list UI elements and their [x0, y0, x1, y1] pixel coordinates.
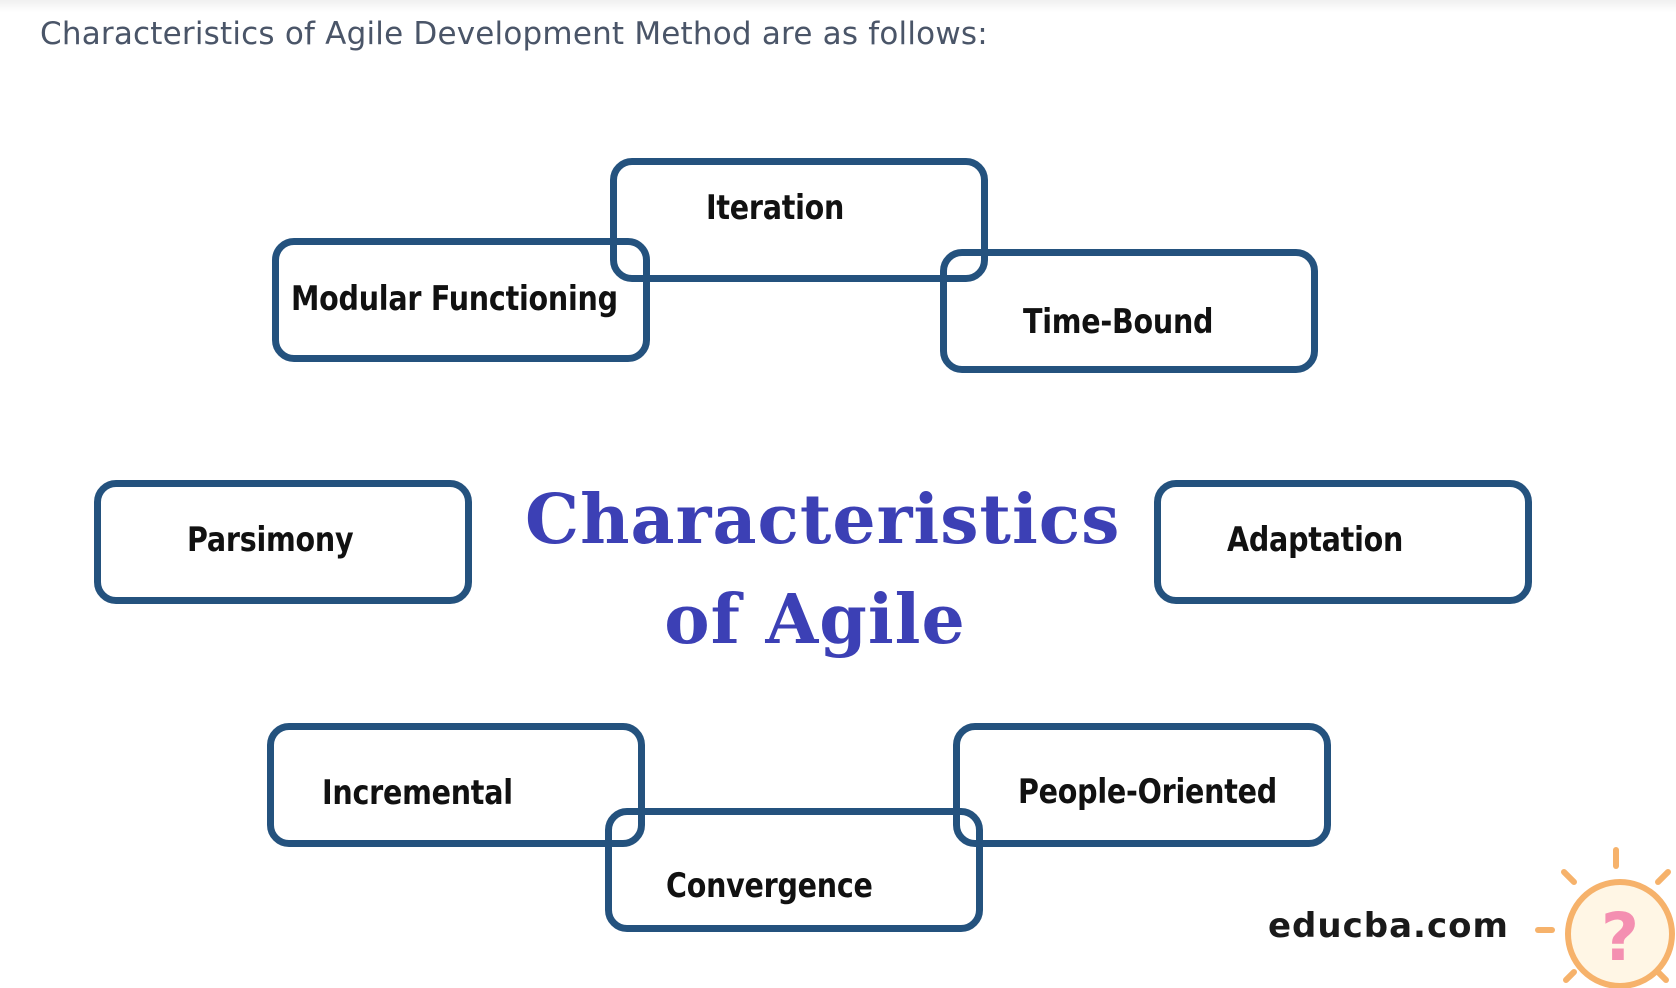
lightbulb-question-icon: ?	[1535, 847, 1675, 988]
box-people-oriented	[953, 723, 1331, 847]
label-modular-functioning: Modular Functioning	[291, 279, 618, 319]
intro-text: Characteristics of Agile Development Met…	[40, 16, 988, 52]
box-adaptation	[1154, 480, 1532, 604]
diagram-center-title: Characteristics of Agile	[525, 470, 1121, 670]
label-adaptation: Adaptation	[1227, 520, 1404, 560]
educba-watermark: educba.com	[1268, 906, 1509, 946]
help-widget-button[interactable]: ?	[1530, 846, 1676, 988]
box-time-bound	[940, 249, 1318, 373]
center-title-line2: of Agile	[664, 580, 966, 660]
box-parsimony	[94, 480, 472, 604]
box-convergence	[605, 808, 983, 932]
help-question-mark: ?	[1601, 899, 1639, 976]
label-time-bound: Time-Bound	[1023, 302, 1214, 342]
label-incremental: Incremental	[322, 773, 513, 813]
label-convergence: Convergence	[666, 866, 873, 906]
label-iteration: Iteration	[706, 188, 845, 228]
top-shadow	[0, 0, 1676, 12]
label-people-oriented: People-Oriented	[1018, 772, 1277, 812]
center-title-line1: Characteristics	[525, 480, 1121, 560]
box-iteration	[610, 158, 988, 282]
box-modular-functioning	[272, 238, 650, 362]
label-parsimony: Parsimony	[187, 520, 354, 560]
box-incremental	[267, 723, 645, 847]
